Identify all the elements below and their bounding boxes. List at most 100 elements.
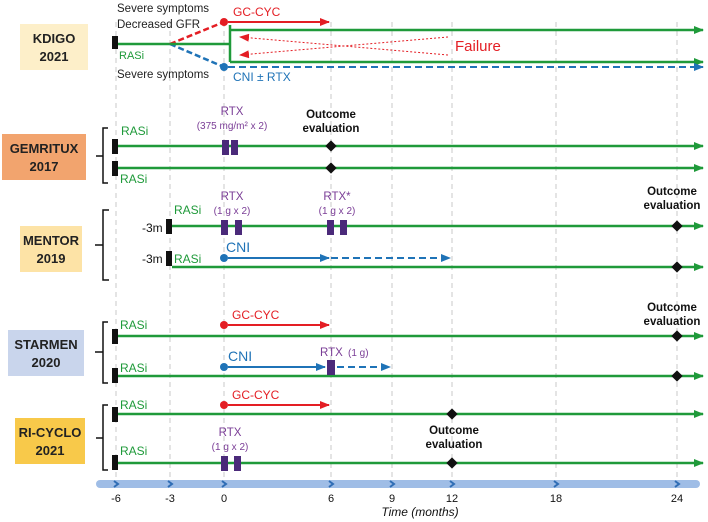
study-year-gemritux: 2017 xyxy=(30,159,59,174)
ricyclo-rasi-2: RASi xyxy=(120,444,147,458)
gemritux-outcome-label: Outcome xyxy=(306,109,356,121)
chevron-0 xyxy=(221,480,228,488)
mentor-rtx-block-2 xyxy=(235,220,242,235)
gridlines xyxy=(115,22,678,478)
study-name-gemritux: GEMRITUX xyxy=(10,141,79,156)
starmen-cni-label: CNI xyxy=(228,348,252,364)
chevron-12 xyxy=(449,480,456,488)
mentor-rtx-label: RTX xyxy=(221,191,244,203)
chevron-24 xyxy=(674,480,681,488)
ricyclo-rtx-block-1 xyxy=(221,456,228,471)
study-year-starmen: 2020 xyxy=(32,355,61,370)
kdigo-blue-branch xyxy=(169,42,225,69)
ricyclo-gccyc-label: GC-CYC xyxy=(232,388,280,402)
starmen-start-1 xyxy=(112,329,118,344)
mentor-m3-1: -3m xyxy=(142,221,163,235)
time-axis-bar xyxy=(96,480,700,488)
study-box-starmen xyxy=(8,330,84,376)
failure-label: Failure xyxy=(455,38,501,55)
ricyclo-outcome-marker-1 xyxy=(446,408,458,420)
starmen-rtx-label: RTX xyxy=(320,347,343,359)
ricyclo-start-1 xyxy=(112,407,118,422)
tick-label-18: 18 xyxy=(550,493,562,505)
ricyclo-rtx-block-2 xyxy=(234,456,241,471)
gemritux-rasi-1: RASi xyxy=(121,124,148,138)
kdigo-cni-rtx-label: CNI ± RTX xyxy=(233,70,291,84)
starmen-start-2 xyxy=(112,368,118,383)
study-name-kdigo: KDIGO xyxy=(33,31,76,46)
starmen-rtx-dose: (1 g) xyxy=(348,348,369,359)
kdigo-rasi-label: RASi xyxy=(119,50,144,62)
gemritux-start-2 xyxy=(112,161,118,176)
mentor-rasi-2: RASi xyxy=(174,252,201,266)
kdigo-gccyc-dot xyxy=(220,18,228,26)
starmen-rtx-block xyxy=(327,360,335,375)
gemritux-outcome-marker-1 xyxy=(325,140,337,152)
tick-label-6: 6 xyxy=(328,493,334,505)
gemritux-rtx-label: RTX xyxy=(221,106,244,118)
mentor-evaluation-label: evaluation xyxy=(644,200,701,212)
ricyclo-outcome-marker-2 xyxy=(446,457,458,469)
ricyclo-rasi-1: RASi xyxy=(120,398,147,412)
study-box-mentor xyxy=(20,226,82,272)
tick-label-12: 12 xyxy=(446,493,458,505)
starmen-rasi-1: RASi xyxy=(120,318,147,332)
study-year-mentor: 2019 xyxy=(37,251,66,266)
mentor-bracket xyxy=(95,209,109,281)
gemritux-evaluation-label: evaluation xyxy=(303,123,360,135)
mentor-rtx-block-1 xyxy=(221,220,228,235)
tick-label-m6: -6 xyxy=(111,493,121,505)
ricyclo-bracket xyxy=(96,404,108,471)
ricyclo-outcome-label: Outcome xyxy=(429,425,479,437)
starmen-outcome-label: Outcome xyxy=(647,302,697,314)
mentor-start-1 xyxy=(166,219,172,234)
mentor-outcome-marker-2 xyxy=(671,261,683,273)
starmen-rasi-2: RASi xyxy=(120,361,147,375)
mentor-rtx-dose: (1 g x 2) xyxy=(214,206,251,217)
mentor-rtx-star-label: RTX* xyxy=(323,191,351,203)
starmen-evaluation-label: evaluation xyxy=(644,316,701,328)
starmen-gccyc-label: GC-CYC xyxy=(232,308,280,322)
chevron-m6 xyxy=(113,480,120,488)
mentor-outcome-label: Outcome xyxy=(647,186,697,198)
study-name-starmen: STARMEN xyxy=(14,337,77,352)
kdigo-decreased-gfr: Decreased GFR xyxy=(117,19,200,31)
starmen-bracket xyxy=(95,321,108,384)
chevron-6 xyxy=(328,480,335,488)
study-year-kdigo: 2021 xyxy=(40,49,69,64)
gemritux-bracket xyxy=(96,127,108,184)
study-name-ricyclo: RI-CYCLO xyxy=(19,425,82,440)
kdigo-gccyc-label: GC-CYC xyxy=(233,5,281,19)
ricyclo-gccyc-dot xyxy=(220,401,228,409)
kdigo-red-branch xyxy=(169,20,225,46)
kdigo-cni-dot xyxy=(220,63,228,71)
starmen-outcome-marker-1 xyxy=(671,330,683,342)
kdigo-severe-symptoms-bottom: Severe symptoms xyxy=(117,69,209,81)
chevron-9 xyxy=(389,480,396,488)
mentor-cni-label: CNI xyxy=(226,239,250,255)
mentor-rtx-star-block-2 xyxy=(340,220,347,235)
ricyclo-rtx-dose: (1 g x 2) xyxy=(212,442,249,453)
gemritux-rasi-2: RASi xyxy=(120,172,147,186)
chevron-18 xyxy=(553,480,560,488)
gemritux-rtx-dose: (375 mg/m² x 2) xyxy=(197,121,268,132)
mentor-rtx-star-dose: (1 g x 2) xyxy=(319,206,356,217)
tick-label-24: 24 xyxy=(671,493,683,505)
study-box-ricyclo xyxy=(15,418,85,464)
axis-tick-labels: -6 -3 0 6 9 12 18 24 xyxy=(111,493,683,505)
mentor-m3-2: -3m xyxy=(142,252,163,266)
ricyclo-start-2 xyxy=(112,455,118,470)
gemritux-outcome-marker-2 xyxy=(325,162,337,174)
ricyclo-evaluation-label: evaluation xyxy=(426,439,483,451)
ricyclo-rtx-label: RTX xyxy=(219,427,242,439)
axis-title: Time (months) xyxy=(381,505,458,519)
tick-label-9: 9 xyxy=(389,493,395,505)
mentor-rtx-star-block-1 xyxy=(327,220,334,235)
gemritux-start-1 xyxy=(112,139,118,154)
tick-label-m3: -3 xyxy=(165,493,175,505)
starmen-gccyc-dot xyxy=(220,321,228,329)
axis-chevrons xyxy=(113,480,681,488)
mentor-outcome-marker-1 xyxy=(671,220,683,232)
study-box-gemritux xyxy=(2,134,86,180)
